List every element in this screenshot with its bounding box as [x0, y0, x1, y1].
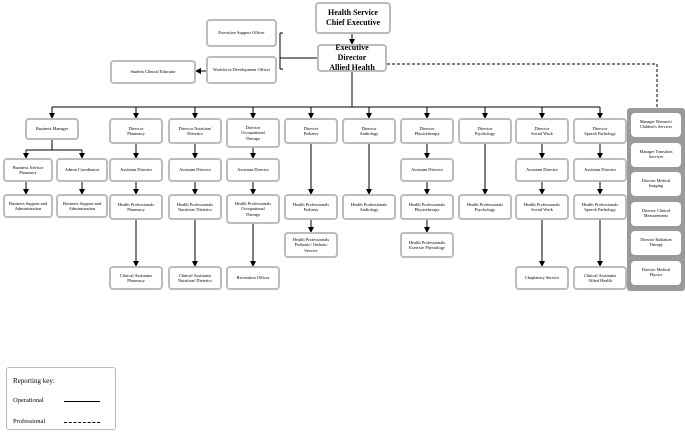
director-pharmacy: Director Pharmacy [109, 118, 163, 144]
professional-report-1: Manager Transition Services [631, 142, 681, 167]
professional-report-4: Director Radiation Therapy [631, 231, 681, 255]
director-socialwork: Director Social Work [515, 118, 569, 144]
health-professionals-psychology: Health Professionals Psychology [458, 194, 512, 220]
workforce-development-box: Workforce Development Officer [206, 56, 277, 84]
executive-director-box: Executive Director Allied Health [317, 43, 387, 72]
business-advisor-box: Business Advisor Pharmacy [3, 158, 53, 182]
bottom-physio: Health Professionals Exercise Physiology [400, 232, 454, 258]
professional-report-5: Director Medical Physics [631, 260, 681, 285]
assistant-director-physio: Assistant Director [400, 158, 454, 182]
key-operational-line [64, 401, 100, 402]
assistant-director-ot: Assistant Director [226, 158, 280, 182]
health-professionals-audiology: Health Professionals Audiology [342, 194, 396, 220]
executive-support-box: Executive Support Officer [206, 19, 277, 47]
director-audiology: Director Audiology [342, 118, 396, 144]
assistant-director-speech: Assistant Director [573, 158, 627, 182]
director-psychology: Director Psychology [458, 118, 512, 144]
health-professionals-podiatry: Health Professionals Podiatry [284, 194, 338, 220]
reporting-key: Reporting key: Operational Professional [6, 367, 116, 430]
professional-report-2: Director Medical Imaging [631, 172, 681, 196]
clinical-educator-box: Student Clinical Educator [110, 60, 196, 84]
business-support-box-2: Business Support and Administration [56, 194, 108, 218]
health-professionals-socialwork: Health Professionals Social Work [515, 194, 569, 220]
bottom-nutrition: Clinical Assistants Nutrition/ Dietetics [168, 266, 222, 290]
admin-coordinator-box: Admin Coordinator [56, 158, 108, 182]
assistant-director-pharmacy: Assistant Director [109, 158, 163, 182]
director-ot: Director Occupational Therapy [226, 118, 280, 148]
assistant-director-socialwork: Assistant Director [515, 158, 569, 182]
director-podiatry: Director Podiatry [284, 118, 338, 144]
bottom-ot: Recreation Officer [226, 266, 280, 290]
health-professionals-speech: Health Professionals Speech Pathology [573, 194, 627, 220]
business-support-box-1: Business Support and Administration [3, 194, 53, 218]
bottom-podiatry: Health Professionals Podiatric/ Orthotic… [284, 232, 338, 258]
director-speech: Director Speech Pathology [573, 118, 627, 144]
key-operational-label: Operational [13, 397, 44, 404]
director-nutrition: Director Nutrition/ Dietetics [168, 118, 222, 144]
assistant-director-nutrition: Assistant Director [168, 158, 222, 182]
health-professionals-pharmacy: Health Professionals Pharmacy [109, 194, 163, 220]
health-professionals-ot: Health Professionals Occupational Therap… [226, 194, 280, 224]
director-business: Business Manager [25, 118, 79, 140]
bottom-pharmacy: Clinical Assistants Pharmacy [109, 266, 163, 290]
key-title: Reporting key: [13, 377, 55, 385]
key-professional-label: Professional [13, 418, 46, 425]
professional-report-3: Director Clinical Measurements [631, 201, 681, 226]
bottom-socialwork: Chaplaincy Service [515, 266, 569, 290]
health-professionals-physio: Health Professionals Physiotherapy [400, 194, 454, 220]
key-professional-line [64, 422, 100, 423]
director-physio: Director Physiotherapy [400, 118, 454, 144]
bottom-speech: Clinical Assistants Allied Health [573, 266, 627, 290]
health-professionals-nutrition: Health Professionals Nutrition/ Dietetic… [168, 194, 222, 220]
ceo-box: Health Service Chief Executive [315, 2, 391, 34]
professional-report-0: Manager Women's/ Children's Services [631, 113, 681, 137]
